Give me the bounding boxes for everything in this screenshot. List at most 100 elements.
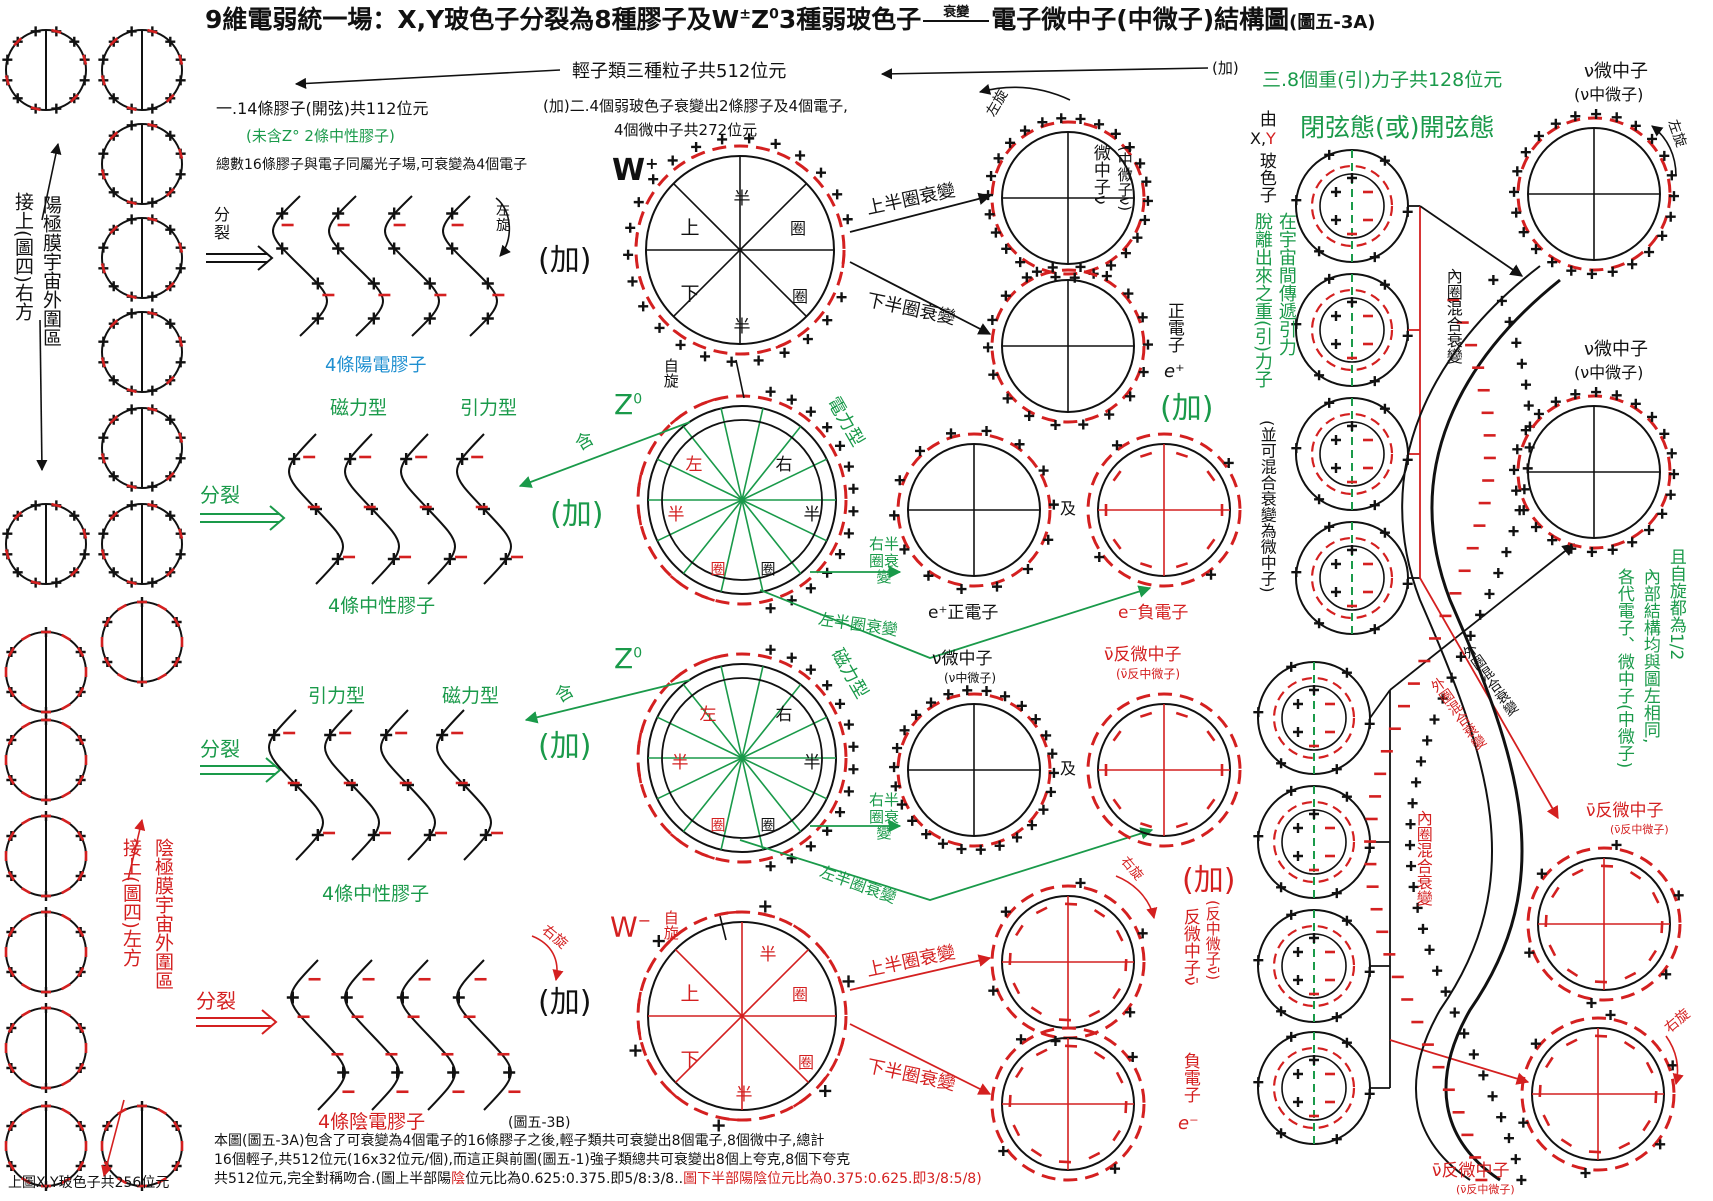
structure-same-label: 內部結構均與圖左相同, — [1639, 568, 1660, 744]
antineutrino-right-1-minus-mark — [1550, 886, 1560, 899]
z0-lower-plus-mark — [843, 719, 854, 730]
boson-minus-mark — [147, 216, 158, 222]
w-minus-minus-mark — [646, 1058, 656, 1073]
boson-minus-mark — [21, 1079, 31, 1087]
graviton-lower-2-rim-plus-mark — [1331, 1012, 1342, 1023]
boson-plus-mark — [12, 567, 23, 578]
w-plus-plus-mark — [638, 301, 649, 312]
boson-minus-mark — [13, 511, 23, 521]
neutrino-mid-plus-mark — [892, 743, 903, 754]
z0-upper-minus-mark — [669, 574, 683, 586]
string-plus-mark — [1521, 379, 1531, 390]
right-spin-curve-3 — [1665, 1035, 1684, 1086]
z0-upper-spoke — [656, 499, 743, 542]
string-plus-mark — [1440, 986, 1451, 997]
z0-lower-left-decay-path — [739, 827, 1154, 901]
boson-minus-mark — [117, 603, 127, 611]
positron-mid-outer-dashed — [896, 432, 1052, 588]
w-plus-upper-decay-arrow — [849, 192, 992, 233]
z0-lower-plus-mark — [822, 680, 833, 691]
positron-mid-plus-mark — [899, 544, 910, 555]
antineutrino-v-label: 反微中子ν̄ — [1179, 908, 1200, 986]
boson-minus-mark — [109, 131, 119, 141]
lepton-total: 輕子類三種粒子共512位元 — [572, 61, 787, 82]
z0-lower-contains-arrow — [524, 679, 691, 724]
item1-label: 一.14條膠子(開弦)共112位元 — [216, 99, 429, 118]
boson-minus-mark — [7, 1161, 15, 1171]
z0-upper-plus-mark — [805, 406, 816, 417]
z0-upper-spoke — [741, 499, 764, 592]
gluon-plus-mark — [344, 453, 357, 465]
neutrino-right-mid-plus-mark — [1530, 522, 1541, 533]
w-minus-ring-bottom: 圈 — [798, 1053, 814, 1072]
boson-minus-mark — [126, 106, 137, 112]
antineutrino-bottom-minus-mark — [1093, 908, 1106, 918]
neutrino-right-top-plus-mark — [1611, 112, 1622, 123]
antineutrino-mid-minus-mark — [1206, 798, 1216, 810]
neutrino-top-plus-mark — [983, 190, 994, 201]
antineutrino-right-1-minus-mark — [1648, 949, 1658, 962]
w-plus-plus-mark — [753, 355, 764, 366]
z0-upper-core — [661, 419, 823, 581]
antineutrino-right-2-minus-mark — [1538, 1084, 1542, 1098]
graviton-upper-1-rim-plus-mark — [1324, 273, 1335, 284]
antineutrino-bottom-minus-mark — [1088, 1009, 1101, 1018]
boson-minus-mark — [165, 471, 175, 481]
boson-label-right: 玻色子 — [1255, 152, 1276, 203]
gluon-plus-mark — [402, 779, 414, 791]
z0-lower-plus-mark — [786, 652, 797, 663]
split-arrow-3 — [200, 757, 282, 783]
gluon-plus-mark — [387, 553, 400, 565]
string-plus-mark — [1432, 965, 1443, 976]
graviton-plus-mark — [1347, 297, 1357, 307]
boson-plus-mark — [2, 528, 13, 539]
gluon-plus-mark — [340, 991, 353, 1004]
escape-label: 脫離出來之重(引)力子 — [1251, 212, 1273, 389]
z0-upper-ring-right: 圈 — [760, 560, 775, 578]
positron-top-plus-mark — [1123, 288, 1134, 299]
magnetic-type-label-1: 磁力型 — [330, 397, 388, 419]
z0-lower-spoke — [741, 716, 828, 759]
z0-lower-spoke — [720, 757, 743, 850]
positive-gluon-wave — [328, 195, 384, 337]
boson-minus-mark — [13, 37, 23, 47]
w-plus-lower-text: 下 — [680, 283, 699, 305]
neutrino-right-top-plus-mark — [1520, 147, 1531, 158]
antineutrino-right-2-minus-mark — [1618, 1141, 1631, 1150]
antineutrino-right-2-minus-mark — [1645, 1061, 1654, 1074]
neutrino-top-plus-mark — [1015, 257, 1026, 268]
cathode-up-arrow — [127, 818, 146, 881]
anode-link-label: 接上(圖四)右方 — [11, 192, 34, 321]
w-minus-minus-mark — [665, 933, 678, 946]
z0-upper-plus-mark — [848, 506, 859, 517]
neutrino-mid-plus-mark — [1000, 691, 1011, 702]
antineutrino-bottom-minus-mark — [1064, 902, 1078, 906]
electron-mid-plus-mark — [1223, 457, 1234, 468]
electron-bottom-outer-dashed — [990, 1026, 1146, 1182]
w-minus-lower-text: 下 — [680, 1049, 699, 1071]
and-label-1: 及 — [1060, 499, 1077, 518]
antineutrino-right-2-plus-mark — [1580, 1168, 1591, 1179]
neutrino-top-plus-mark — [1135, 158, 1146, 169]
w-plus-spoke — [739, 182, 808, 251]
gluon-plus-mark — [388, 242, 401, 255]
positron-top-plus-mark — [1101, 271, 1112, 282]
boson-plus-mark — [175, 169, 186, 180]
from-label: 由 — [1255, 110, 1276, 127]
z0-upper-plus-mark — [843, 461, 854, 472]
string-plus-mark — [1478, 1070, 1489, 1081]
w-minus-minus-mark — [792, 924, 806, 935]
string-plus-mark — [1516, 358, 1527, 369]
anode-down-arrow — [36, 319, 48, 472]
neutrino-mid-plus-mark — [1045, 786, 1056, 797]
z0-lower-minus-mark — [700, 656, 715, 664]
neutrino-right-top-plus-mark — [1627, 259, 1638, 270]
positron-top-plus-mark — [1047, 262, 1058, 273]
header-left-arrow — [294, 69, 561, 90]
z0-lower-minus-mark — [700, 852, 715, 860]
graviton-lower-2-rim-plus-mark — [1253, 955, 1264, 966]
w-plus-plus-mark — [726, 356, 737, 367]
string-plus-mark — [1417, 923, 1428, 934]
boson-plus-mark — [147, 481, 158, 492]
